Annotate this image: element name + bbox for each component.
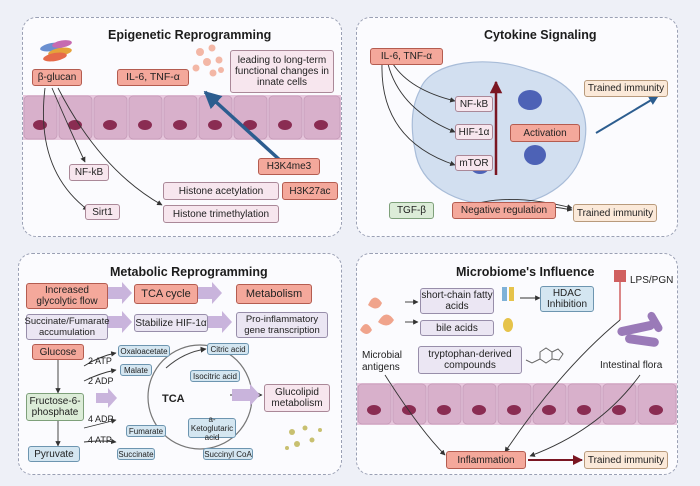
pyruvate-box: Pyruvate <box>28 446 80 462</box>
succinate-fumarate-box: Succinate/Fumarate accumulation <box>24 314 110 340</box>
adp-label-1: 2 ADP <box>88 376 114 386</box>
f6p-box: Fructose-6-phosphate <box>26 393 84 421</box>
tgfb-box: TGF-β <box>389 202 434 219</box>
citric-acid-box: Citric acid <box>207 343 249 355</box>
scfa-box: short-chain fatty acids <box>420 288 494 314</box>
succinyl-coa-box: Succinyl CoA <box>203 448 253 460</box>
microbial-antigens-label: Microbial antigens <box>362 350 403 373</box>
atp-label-1: 2 ATP <box>88 356 112 366</box>
inflammation-box: Inflammation <box>446 451 526 469</box>
h3k27ac-box: H3K27ac <box>282 182 338 200</box>
tca-arrow <box>165 346 207 369</box>
tryptophan-box: tryptophan-derived compounds <box>418 346 522 374</box>
beta-glucan-box: β-glucan <box>32 69 82 86</box>
glucolipid-dots <box>285 425 322 450</box>
cyto-hif1a-box: HIF-1α <box>455 124 493 140</box>
isocitric-acid-box: Isocitric acid <box>190 370 240 382</box>
metabolic-title: Metabolic Reprogramming <box>110 265 268 279</box>
metabolic-flow-arrows <box>96 282 260 408</box>
bile-acids-box: bile acids <box>420 320 494 336</box>
cyto-nfkb-box: NF-kB <box>455 96 493 112</box>
cytokine-title: Cytokine Signaling <box>484 28 597 42</box>
intestinal-membrane <box>357 383 677 425</box>
cyto-mtor-box: mTOR <box>455 155 493 171</box>
proinflammatory-box: Pro-inflammatory gene transcription <box>236 312 328 338</box>
succinate-box: Succinate <box>117 448 155 460</box>
fumarate-box: Fumarate <box>126 425 166 437</box>
oxaloacetate-box: Oxaloacetate <box>118 345 170 357</box>
h3k4me3-box: H3K4me3 <box>258 158 320 175</box>
stabilize-hif-box: Stabilize HIF-1α <box>134 314 208 332</box>
bile-icon <box>503 318 513 332</box>
intestinal-flora-label: Intestinal flora <box>600 360 663 371</box>
hdac-box: HDAC Inhibition <box>540 286 594 312</box>
trained-immunity-box-3: Trained immunity <box>584 451 668 469</box>
nfkb-box: NF-kB <box>69 164 109 181</box>
activation-box: Activation <box>510 124 580 142</box>
adp-label-2: 4 ADP <box>88 414 114 424</box>
a-ketoglutaric-box: a-Ketoglutaric acid <box>188 415 236 442</box>
beta-glucan-molecule <box>40 40 72 62</box>
arrows <box>42 63 641 457</box>
glycolytic-box: Increased glycolytic flow <box>26 283 108 309</box>
malate-box: Malate <box>120 364 152 376</box>
sirt1-box: Sirt1 <box>85 204 120 220</box>
tryptophan-structure <box>525 347 564 364</box>
epigenetic-title: Epigenetic Reprogramming <box>108 28 272 42</box>
activation-arrow <box>595 95 659 134</box>
microbe-illustration <box>360 297 394 334</box>
histone-acetylation-box: Histone acetylation <box>163 182 279 200</box>
trained-immunity-box-2: Trained immunity <box>573 204 657 222</box>
microbiome-title: Microbiome's Influence <box>456 265 595 279</box>
metabolism-box: Metabolism <box>236 284 312 304</box>
atp-label-2: 4 ATP <box>88 435 112 445</box>
upregulation-arrow <box>203 90 284 164</box>
lps-label: LPS/PGN <box>630 275 674 286</box>
long-term-box: leading to long-term functional changes … <box>230 50 334 93</box>
negative-regulation-box: Negative regulation <box>452 202 556 219</box>
lps-icon <box>614 270 626 320</box>
glucose-box: Glucose <box>32 344 84 360</box>
glucolipid-box: Glucolipid metabolism <box>264 384 330 412</box>
cytokine-dots <box>192 44 224 77</box>
trained-immunity-box-1: Trained immunity <box>584 80 668 97</box>
epigenetic-membrane <box>23 95 341 140</box>
il6-tnf-box: IL-6, TNF-α <box>117 69 189 86</box>
histone-trimethylation-box: Histone trimethylation <box>163 205 279 223</box>
scfa-icon <box>502 287 514 301</box>
intestinal-flora-icon <box>617 311 663 347</box>
cyto-il6-tnf-box: IL-6, TNF-α <box>370 48 443 65</box>
tca-cycle-box: TCA cycle <box>134 284 198 304</box>
tca-label: TCA <box>162 393 185 405</box>
